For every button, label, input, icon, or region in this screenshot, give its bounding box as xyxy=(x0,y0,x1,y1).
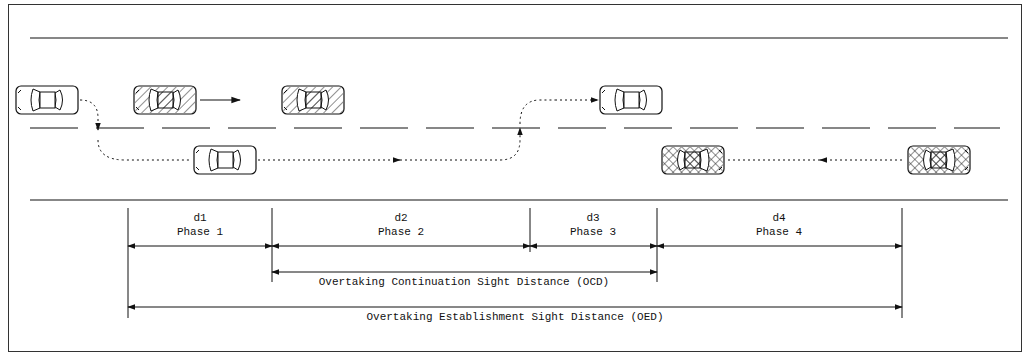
car-part xyxy=(924,150,932,170)
car-part xyxy=(639,90,647,110)
car-part xyxy=(233,150,241,170)
path-arrow xyxy=(820,160,902,161)
car-part xyxy=(663,147,723,173)
road-edge xyxy=(30,37,1008,38)
phase-label: Phase 4 xyxy=(754,226,804,239)
frame xyxy=(9,5,1022,352)
phase-label: Phase 1 xyxy=(175,226,225,239)
car xyxy=(282,86,344,114)
path-arrow xyxy=(400,128,520,160)
car-part xyxy=(31,89,40,111)
phase-label: Phase 3 xyxy=(568,226,618,239)
car-part xyxy=(196,167,199,170)
car-part xyxy=(134,86,196,114)
car xyxy=(134,86,196,114)
car-part xyxy=(136,90,139,93)
path-line xyxy=(98,140,190,160)
car-part xyxy=(297,89,306,111)
car-part xyxy=(678,150,686,170)
phase-label: Phase 2 xyxy=(376,226,426,239)
car-part xyxy=(624,92,639,108)
car-part xyxy=(965,167,968,170)
car-part xyxy=(602,107,605,110)
car-part xyxy=(965,150,968,153)
car-part xyxy=(218,152,233,168)
road-edge xyxy=(30,199,1008,200)
car-part xyxy=(283,87,343,113)
car xyxy=(16,86,78,114)
distance-label: Overtaking Establishment Sight Distance … xyxy=(364,311,665,324)
path-line xyxy=(520,100,555,124)
car-part xyxy=(602,90,605,93)
car-part xyxy=(946,149,955,171)
car-part xyxy=(196,150,199,153)
car-part xyxy=(719,150,722,153)
car-part xyxy=(700,149,709,171)
lane-marking xyxy=(30,127,1000,128)
car-part xyxy=(615,89,624,111)
path-line xyxy=(728,160,820,161)
dimension-lines xyxy=(128,246,902,307)
car-part xyxy=(40,92,55,108)
dimension-symbol: d2 xyxy=(392,212,409,225)
car-part xyxy=(282,86,344,114)
motion-arrow xyxy=(200,99,240,100)
dimension-symbol: d4 xyxy=(770,212,787,225)
dimension-symbol: d1 xyxy=(191,212,208,225)
car-part xyxy=(685,152,700,168)
extension-lines xyxy=(128,208,902,318)
car-part xyxy=(135,87,195,113)
car-part xyxy=(194,146,256,174)
car-part xyxy=(55,90,63,110)
car-part xyxy=(909,147,969,173)
car-part xyxy=(18,107,21,110)
car-part xyxy=(16,86,78,114)
car-part xyxy=(136,107,139,110)
distance-label: Overtaking Continuation Sight Distance (… xyxy=(317,276,611,289)
dimension-symbol: d3 xyxy=(584,212,601,225)
car-part xyxy=(173,90,181,110)
path-arrow xyxy=(80,100,98,130)
car-part xyxy=(306,92,321,108)
car-part xyxy=(284,107,287,110)
path-arrow xyxy=(258,160,400,161)
car xyxy=(662,146,724,174)
car-part xyxy=(209,149,218,171)
car xyxy=(194,146,256,174)
car xyxy=(908,146,970,174)
car-part xyxy=(662,146,724,174)
car xyxy=(600,86,662,114)
car-part xyxy=(908,146,970,174)
car-part xyxy=(18,90,21,93)
path-arrow xyxy=(555,100,598,101)
car-part xyxy=(931,152,946,168)
car-part xyxy=(719,167,722,170)
car-part xyxy=(321,90,329,110)
car-part xyxy=(149,89,158,111)
car-part xyxy=(158,92,173,108)
vehicles xyxy=(16,86,970,174)
car-part xyxy=(284,90,287,93)
car-part xyxy=(600,86,662,114)
